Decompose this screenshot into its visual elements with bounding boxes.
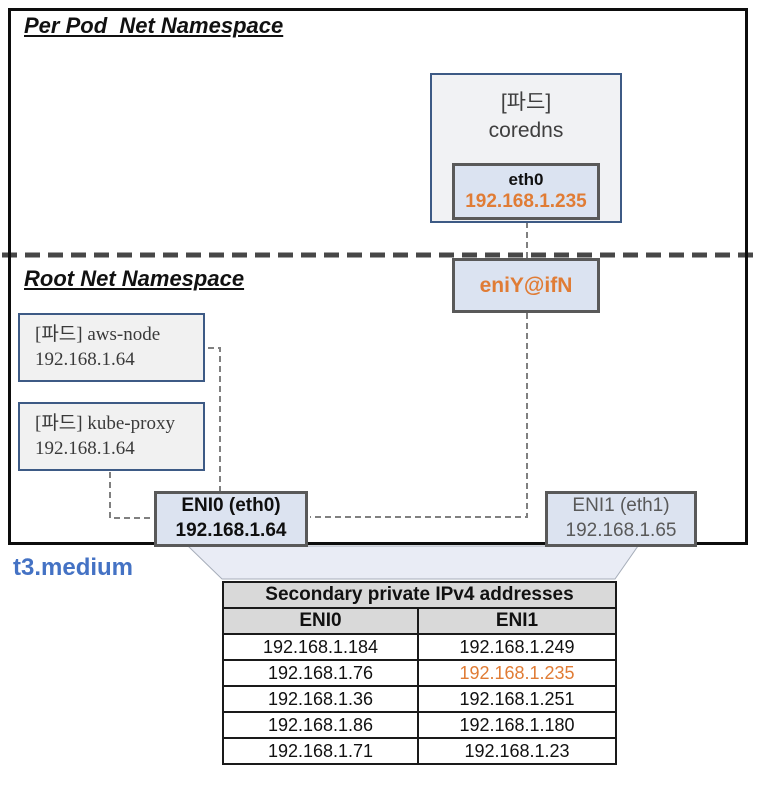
- ip-cell: 192.168.1.36: [221, 685, 420, 713]
- zoom-callout-trapezoid: [186, 545, 639, 580]
- ip-cell-highlighted: 192.168.1.235: [417, 659, 617, 687]
- ip-cell: 192.168.1.249: [417, 633, 617, 661]
- table-row: 192.168.1.76 192.168.1.235: [221, 659, 617, 687]
- secondary-ip-table-wrap: Secondary private IPv4 addresses ENI0 EN…: [221, 581, 617, 765]
- coredns-pod-tag: [파드]: [500, 91, 552, 114]
- ip-cell: 192.168.1.251: [417, 685, 617, 713]
- eth0-interface-label: eth0: [508, 170, 544, 189]
- table-row: 192.168.1.86 192.168.1.180: [221, 711, 617, 739]
- aws-node-pod-box: [파드] aws-node 192.168.1.64: [18, 313, 205, 382]
- table-title: Secondary private IPv4 addresses: [222, 581, 617, 609]
- host-boundary-box: [8, 8, 748, 545]
- eni1-box: ENI1 (eth1) 192.168.1.65: [545, 491, 697, 547]
- table-row: 192.168.1.184 192.168.1.249: [221, 633, 617, 661]
- coredns-pod-name: coredns: [488, 119, 564, 143]
- eni0-box: ENI0 (eth0) 192.168.1.64: [154, 491, 308, 547]
- kube-proxy-pod-label: [파드] kube-proxy: [35, 412, 175, 434]
- ip-cell: 192.168.1.86: [221, 711, 420, 739]
- secondary-ip-table: Secondary private IPv4 addresses ENI0 EN…: [221, 581, 617, 765]
- eth0-interface-box: eth0 192.168.1.235: [452, 163, 600, 220]
- ip-cell: 192.168.1.23: [417, 737, 617, 765]
- eni0-label: ENI0 (eth0): [181, 495, 281, 517]
- eni1-ip: 192.168.1.65: [565, 520, 677, 541]
- column-header-eni0: ENI0: [221, 607, 420, 635]
- aws-node-pod-ip: 192.168.1.64: [35, 348, 135, 370]
- column-header-eni1: ENI1: [417, 607, 617, 635]
- table-row: 192.168.1.36 192.168.1.251: [221, 685, 617, 713]
- ip-cell: 192.168.1.180: [417, 711, 617, 739]
- table-header-row: ENI0 ENI1: [221, 607, 617, 635]
- eni0-ip: 192.168.1.64: [175, 520, 287, 541]
- table-row: 192.168.1.71 192.168.1.23: [221, 737, 617, 765]
- root-namespace-title: Root Net Namespace: [24, 266, 245, 291]
- ip-cell: 192.168.1.184: [221, 633, 420, 661]
- veth-box: eniY@ifN: [452, 258, 600, 313]
- table-title-row: Secondary private IPv4 addresses: [222, 581, 617, 609]
- instance-type-label: t3.medium: [13, 554, 134, 581]
- ip-cell: 192.168.1.76: [221, 659, 420, 687]
- kube-proxy-pod-ip: 192.168.1.64: [35, 437, 135, 459]
- per-pod-namespace-title: Per Pod Net Namespace: [24, 13, 284, 38]
- eni1-label: ENI1 (eth1): [572, 495, 670, 517]
- eth0-interface-ip: 192.168.1.235: [465, 191, 587, 213]
- kube-proxy-pod-box: [파드] kube-proxy 192.168.1.64: [18, 402, 205, 471]
- aws-node-pod-label: [파드] aws-node: [35, 323, 161, 345]
- veth-label: eniY@ifN: [479, 273, 573, 297]
- ip-cell: 192.168.1.71: [221, 737, 420, 765]
